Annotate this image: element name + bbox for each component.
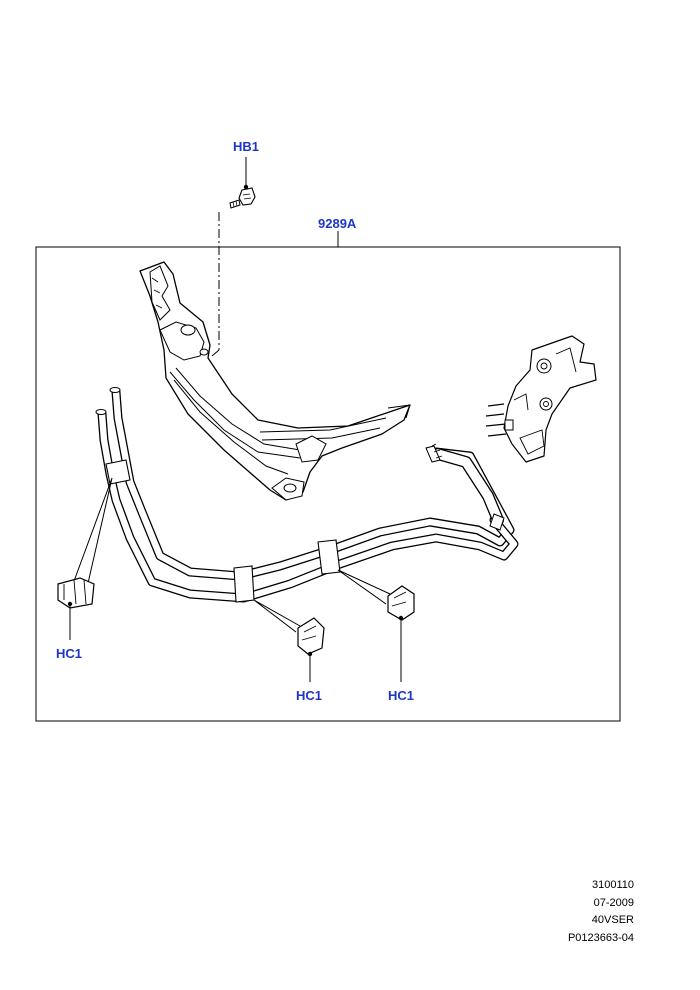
bolt-hb1 xyxy=(211,157,256,357)
clip-hc1-middle xyxy=(253,599,325,682)
tube-clips-installed xyxy=(105,459,341,603)
footer-line-part-number: P0123663-04 xyxy=(567,931,634,944)
assembly-frame xyxy=(35,246,621,722)
support-bracket xyxy=(139,261,411,501)
footer-line-series: 40VSER xyxy=(591,914,634,926)
callout-hc1-middle: HC1 xyxy=(296,688,323,703)
clip-hc1-left xyxy=(57,477,113,640)
callout-hc1-right: HC1 xyxy=(388,688,415,703)
callout-hb1: HB1 xyxy=(233,139,260,154)
footer-line-date: 07-2009 xyxy=(593,896,634,909)
mounting-bracket xyxy=(485,335,597,463)
tube-fittings xyxy=(95,387,505,531)
drawing-reference: 3100110 07-2009 40VSER P0123663-04 xyxy=(568,877,634,947)
callout-hc1-left: HC1 xyxy=(56,646,83,661)
clip-hc1-right xyxy=(337,569,415,682)
cooler-tubes xyxy=(97,387,519,603)
callout-9289a: 9289A xyxy=(318,216,357,231)
footer-line-code: 3100110 xyxy=(591,879,634,891)
